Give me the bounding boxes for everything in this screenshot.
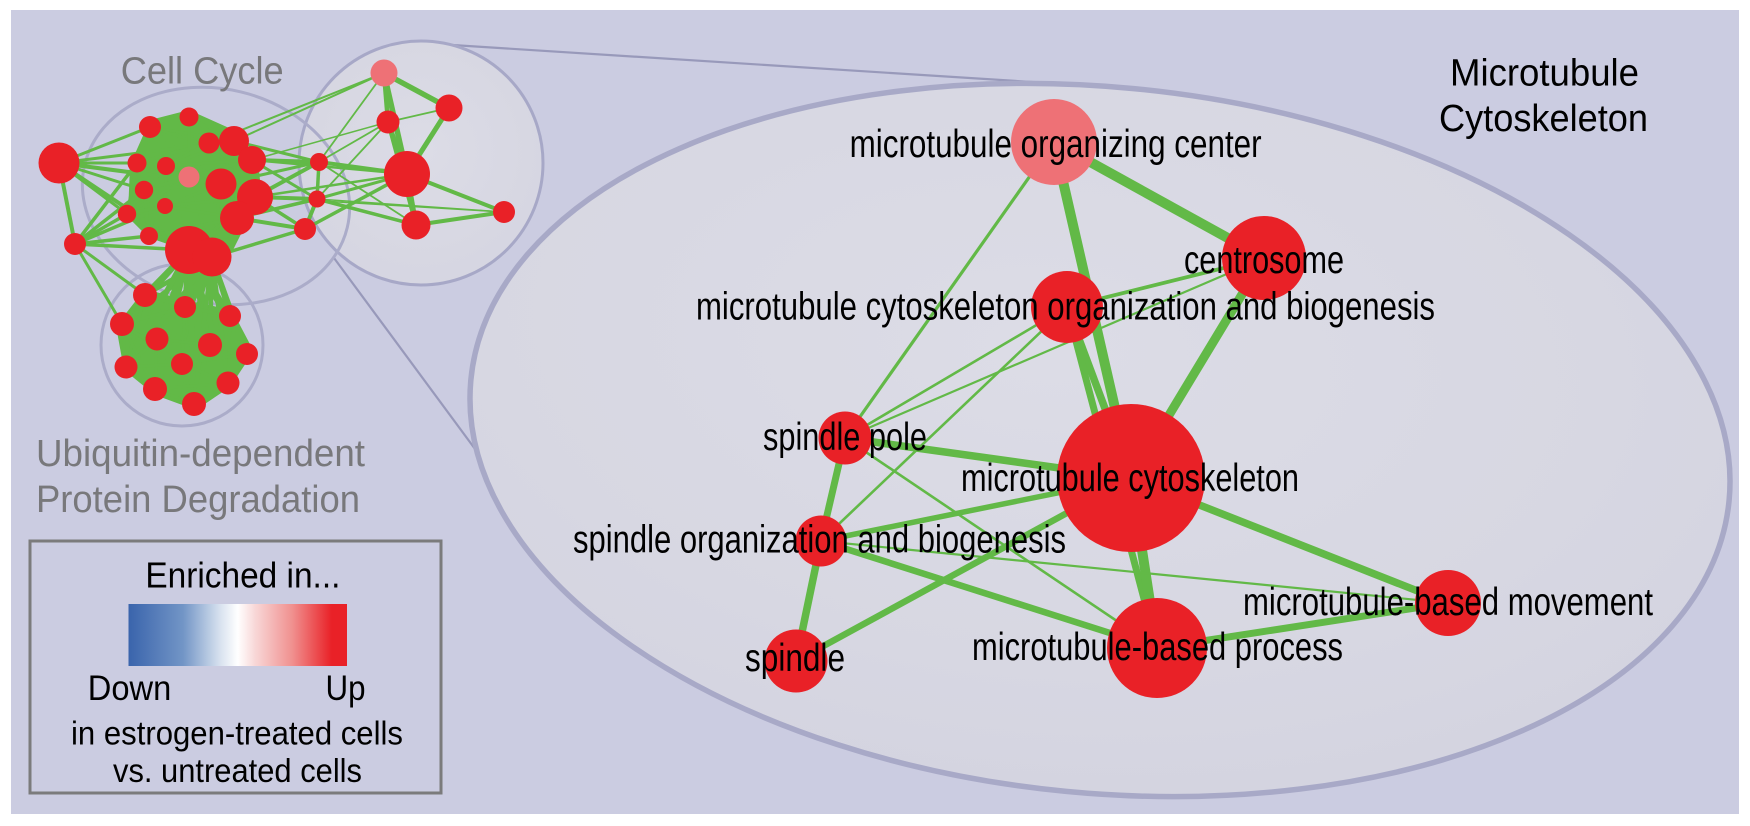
svg-text:Cytoskeleton: Cytoskeleton xyxy=(1439,98,1648,140)
svg-text:microtubule-based process: microtubule-based process xyxy=(972,626,1343,669)
svg-text:microtubule organizing center: microtubule organizing center xyxy=(850,123,1262,166)
svg-text:Enriched in...: Enriched in... xyxy=(145,555,340,596)
svg-text:microtubule-based movement: microtubule-based movement xyxy=(1243,581,1653,624)
svg-text:Down: Down xyxy=(88,669,172,708)
svg-text:Up: Up xyxy=(326,669,366,708)
svg-text:centrosome: centrosome xyxy=(1184,239,1344,282)
svg-text:spindle pole: spindle pole xyxy=(763,416,927,459)
svg-text:Microtubule: Microtubule xyxy=(1450,53,1639,95)
svg-text:spindle: spindle xyxy=(745,637,845,680)
svg-text:microtubule cytoskeleton: microtubule cytoskeleton xyxy=(961,457,1299,500)
svg-text:vs. untreated cells: vs. untreated cells xyxy=(113,752,362,789)
svg-text:Cell Cycle: Cell Cycle xyxy=(121,51,284,93)
svg-text:Ubiquitin-dependent: Ubiquitin-dependent xyxy=(36,433,365,475)
svg-text:spindle organization and bioge: spindle organization and biogenesis xyxy=(573,519,1066,562)
svg-text:in estrogen-treated cells: in estrogen-treated cells xyxy=(71,715,403,752)
svg-text:Protein Degradation: Protein Degradation xyxy=(36,479,360,521)
svg-text:microtubule cytoskeleton organ: microtubule cytoskeleton organization an… xyxy=(696,286,1435,329)
